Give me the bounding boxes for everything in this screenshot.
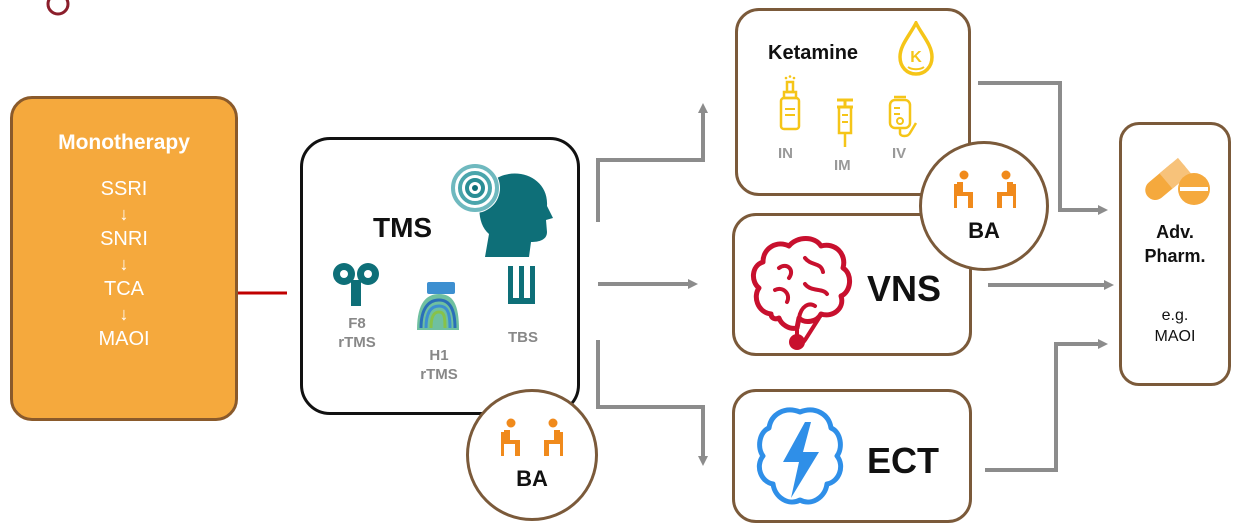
ketamine-title: Ketamine	[768, 42, 859, 64]
adv-pharm-example: e.g. MAOI	[1154, 307, 1196, 345]
step-ssri: SSRI	[100, 178, 148, 200]
ect-box: ECT	[732, 389, 972, 523]
arrow-ketamine-to-adv	[978, 81, 1108, 215]
iv-bag-icon	[888, 95, 918, 138]
head-signal-icon	[450, 163, 553, 257]
theta-burst-icon	[508, 266, 535, 304]
route-im: IM	[834, 157, 851, 174]
arrow-tms-to-ect	[596, 340, 708, 466]
ba-label: BA	[968, 218, 1000, 243]
step-snri: SNRI	[100, 228, 148, 250]
down-arrow-icon: ↓	[119, 254, 129, 274]
monotherapy-title: Monotherapy	[58, 131, 190, 154]
tms-title: TMS	[373, 212, 433, 243]
brain-stimulator-icon	[751, 236, 852, 350]
monotherapy-box: Monotherapy SSRI ↓ SNRI ↓ TCA ↓ MAOI	[10, 96, 238, 421]
route-iv: IV	[892, 145, 907, 162]
tms-box: TMS F8 rTMS H1 rT	[300, 137, 580, 415]
ect-title: ECT	[867, 440, 939, 481]
h-coil-icon	[417, 282, 459, 330]
ketamine-drop-icon: K	[898, 21, 934, 76]
ba-circle-tms: BA	[466, 389, 598, 521]
monotherapy-steps: SSRI ↓ SNRI ↓ TCA ↓ MAOI	[13, 175, 235, 353]
down-arrow-icon: ↓	[119, 304, 129, 324]
svg-text:K: K	[910, 49, 922, 66]
step-tca: TCA	[104, 278, 144, 300]
variant-tbs: TBS	[508, 329, 538, 346]
ketamine-box: Ketamine K IN IM	[735, 8, 971, 196]
arrow-ect-to-adv	[985, 339, 1108, 472]
step-maoi: MAOI	[98, 328, 150, 350]
ba-circle-ketamine: BA	[919, 141, 1049, 271]
ba-label: BA	[516, 466, 548, 491]
two-people-seated-icon	[954, 170, 1016, 208]
route-in: IN	[778, 145, 793, 162]
brain-lightning-icon	[756, 407, 844, 505]
variant-f8: F8 rTMS	[338, 315, 376, 351]
logo-fragment	[46, 0, 70, 16]
variant-h1: H1 rTMS	[420, 347, 458, 383]
down-arrow-icon: ↓	[119, 204, 129, 224]
adv-pharm-box: Adv. Pharm. e.g. MAOI	[1119, 122, 1231, 386]
figure8-coil-icon	[333, 263, 379, 306]
syringe-icon	[837, 98, 853, 147]
arrow-tms-to-ketamine	[596, 103, 708, 222]
pill-capsule-icon	[1145, 157, 1210, 205]
two-people-seated-icon	[501, 418, 563, 456]
nasal-spray-icon	[779, 75, 801, 131]
vns-title: VNS	[867, 268, 942, 309]
adv-pharm-title: Adv. Pharm.	[1144, 222, 1206, 266]
